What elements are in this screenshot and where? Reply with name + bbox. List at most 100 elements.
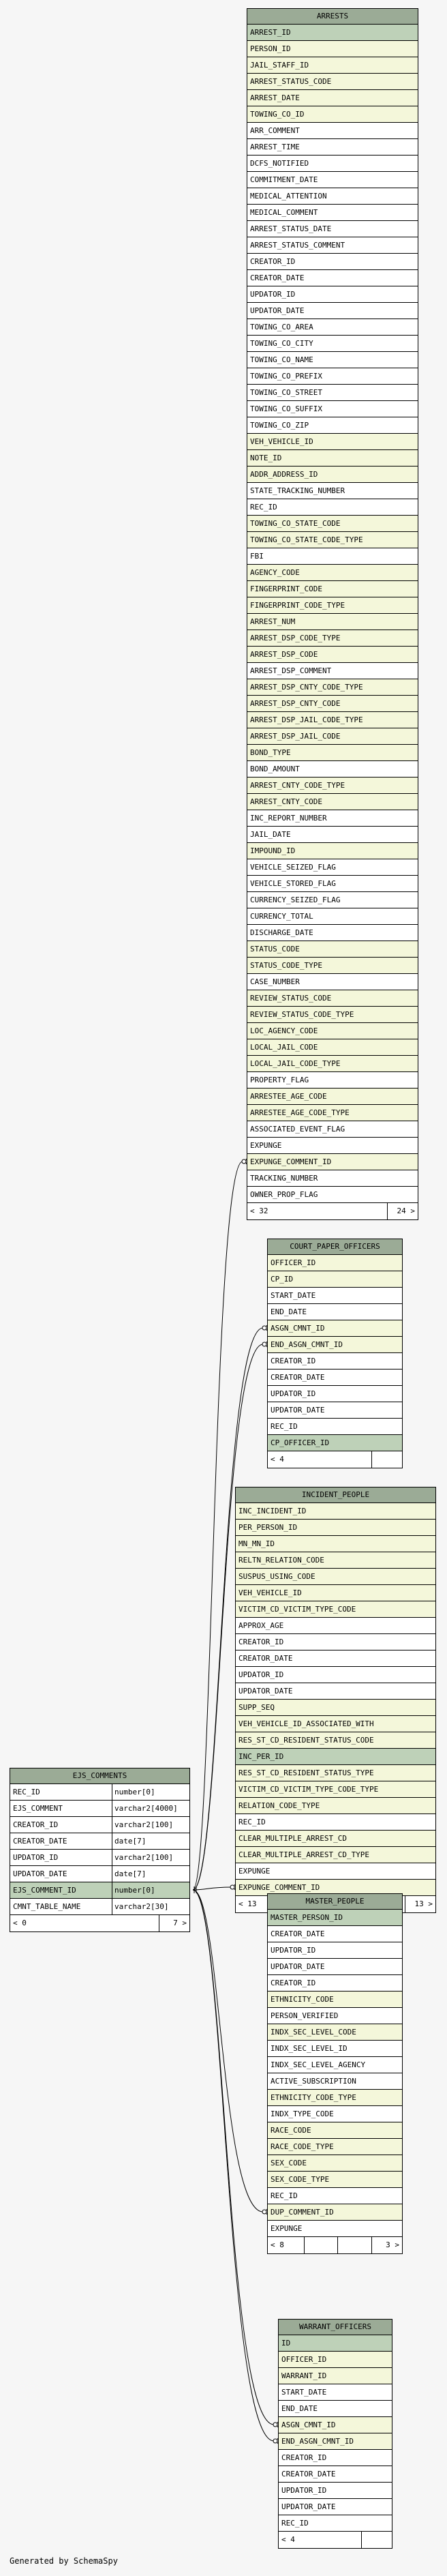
column-row[interactable]: CASE_NUMBER [247,974,418,990]
column-row[interactable]: MASTER_PERSON_ID [268,1910,402,1926]
column-row[interactable]: OFFICER_ID [279,2352,392,2368]
column-row[interactable]: CLEAR_MULTIPLE_ARREST_CD [236,1831,435,1847]
column-row[interactable]: ARREST_DSP_JAIL_CODE [247,728,418,745]
column-row[interactable]: PERSON_VERIFIED [268,2008,402,2024]
column-row[interactable]: ACTIVE_SUBSCRIPTION [268,2073,402,2090]
column-row[interactable]: START_DATE [279,2384,392,2401]
column-row[interactable]: START_DATE [268,1288,402,1304]
column-row[interactable]: STATUS_CODE_TYPE [247,958,418,974]
column-row[interactable]: EXPUNGE [247,1138,418,1154]
column-row[interactable]: REC_ID [268,1419,402,1435]
column-row[interactable]: CP_ID [268,1271,402,1288]
column-row[interactable]: END_DATE [279,2401,392,2417]
column-row[interactable]: ETHNICITY_CODE_TYPE [268,2090,402,2106]
column-row[interactable]: UPDATOR_ID [268,1386,402,1402]
column-row[interactable]: REC_ID [247,499,418,516]
column-row[interactable]: RES_ST_CD_RESIDENT_STATUS_CODE [236,1732,435,1749]
column-row[interactable]: ASGN_CMNT_ID [268,1320,402,1337]
column-row[interactable]: BOND_TYPE [247,745,418,761]
column-row[interactable]: TOWING_CO_PREFIX [247,368,418,385]
column-row[interactable]: CREATOR_DATE [279,2466,392,2483]
column-row[interactable]: ARREST_CNTY_CODE [247,794,418,810]
column-row[interactable]: JAIL_DATE [247,827,418,843]
column-row[interactable]: UPDATOR_ID [236,1667,435,1683]
column-row[interactable]: FBI [247,548,418,565]
column-row[interactable]: CREATOR_DATE [268,1926,402,1942]
column-row[interactable]: ASSOCIATED_EVENT_FLAG [247,1121,418,1138]
column-row[interactable]: EXPUNGE [268,2221,402,2237]
column-row[interactable]: UPDATOR_DATE [247,303,418,319]
column-row[interactable]: NOTE_ID [247,450,418,467]
column-row[interactable]: OWNER_PROP_FLAG [247,1187,418,1203]
column-row[interactable]: ARREST_DATE [247,90,418,106]
column-row[interactable]: UPDATOR_DATE [268,1959,402,1975]
column-row[interactable]: TOWING_CO_ZIP [247,417,418,434]
column-row[interactable]: CURRENCY_TOTAL [247,908,418,925]
column-row[interactable]: DCFS_NOTIFIED [247,156,418,172]
column-row[interactable]: VEHICLE_SEIZED_FLAG [247,859,418,876]
column-row[interactable]: ARR_COMMENT [247,123,418,139]
column-row[interactable]: CREATOR_ID [268,1353,402,1370]
column-row[interactable]: FINGERPRINT_CODE_TYPE [247,597,418,614]
column-row[interactable]: JAIL_STAFF_ID [247,57,418,74]
column-row[interactable]: REVIEW_STATUS_CODE_TYPE [247,1007,418,1023]
column-row[interactable]: ASGN_CMNT_ID [279,2417,392,2433]
column-row[interactable]: CREATOR_ID [247,254,418,270]
column-row[interactable]: INC_REPORT_NUMBER [247,810,418,827]
column-row[interactable]: ETHNICITY_CODE [268,1992,402,2008]
column-row[interactable]: OFFICER_ID [268,1255,402,1271]
column-row[interactable]: INDX_SEC_LEVEL_AGENCY [268,2057,402,2073]
column-row[interactable]: UPDATOR_DATE [268,1402,402,1419]
column-row[interactable]: LOCAL_JAIL_CODE_TYPE [247,1056,418,1072]
column-row[interactable]: ARREST_STATUS_CODE [247,74,418,90]
column-row[interactable]: TOWING_CO_ID [247,106,418,123]
column-row[interactable]: MN_MN_ID [236,1536,435,1552]
column-row[interactable]: TOWING_CO_STREET [247,385,418,401]
column-row[interactable]: SEX_CODE_TYPE [268,2172,402,2188]
column-row[interactable]: CREATOR_ID [279,2450,392,2466]
column-row[interactable]: ARREST_DSP_JAIL_CODE_TYPE [247,712,418,728]
column-row[interactable]: EXPUNGE_COMMENT_ID [247,1154,418,1170]
column-row[interactable]: VEH_VEHICLE_ID [247,434,418,450]
column-row[interactable]: RES_ST_CD_RESIDENT_STATUS_TYPE [236,1765,435,1781]
column-row[interactable]: UPDATOR_ID [279,2483,392,2499]
column-row[interactable]: ID [279,2335,392,2352]
column-row[interactable]: ARREST_DSP_CNTY_CODE_TYPE [247,679,418,696]
column-row[interactable]: END_ASGN_CMNT_ID [268,1337,402,1353]
column-row[interactable]: INC_INCIDENT_ID [236,1503,435,1520]
column-row[interactable]: FINGERPRINT_CODE [247,581,418,597]
column-row[interactable]: MEDICAL_ATTENTION [247,188,418,205]
column-row[interactable]: VEH_VEHICLE_ID [236,1585,435,1601]
column-row[interactable]: UPDATOR_ID [268,1942,402,1959]
column-row[interactable]: INDX_TYPE_CODE [268,2106,402,2122]
column-row[interactable]: TOWING_CO_STATE_CODE_TYPE [247,532,418,548]
column-row[interactable]: EXPUNGE [236,1863,435,1880]
column-row[interactable]: INC_PER_ID [236,1749,435,1765]
column-row[interactable]: WARRANT_ID [279,2368,392,2384]
column-row[interactable]: INDX_SEC_LEVEL_CODE [268,2024,402,2041]
column-row[interactable]: REVIEW_STATUS_CODE [247,990,418,1007]
column-row[interactable]: ARREST_DSP_CODE_TYPE [247,630,418,647]
column-row[interactable]: TOWING_CO_CITY [247,336,418,352]
column-row[interactable]: STATUS_CODE [247,941,418,958]
column-row[interactable]: IMPOUND_ID [247,843,418,859]
column-row[interactable]: ARREST_DSP_CNTY_CODE [247,696,418,712]
column-row[interactable]: UPDATOR_ID [247,286,418,303]
column-row[interactable]: PER_PERSON_ID [236,1520,435,1536]
column-row[interactable]: ARRESTEE_AGE_CODE_TYPE [247,1105,418,1121]
column-row[interactable]: ARREST_DSP_CODE [247,647,418,663]
column-row[interactable]: ADDR_ADDRESS_ID [247,467,418,483]
column-row[interactable]: SEX_CODE [268,2155,402,2172]
column-row[interactable]: END_ASGN_CMNT_ID [279,2433,392,2450]
column-row[interactable]: BOND_AMOUNT [247,761,418,778]
column-row[interactable]: CREATOR_DATE [268,1370,402,1386]
column-row[interactable]: STATE_TRACKING_NUMBER [247,483,418,499]
